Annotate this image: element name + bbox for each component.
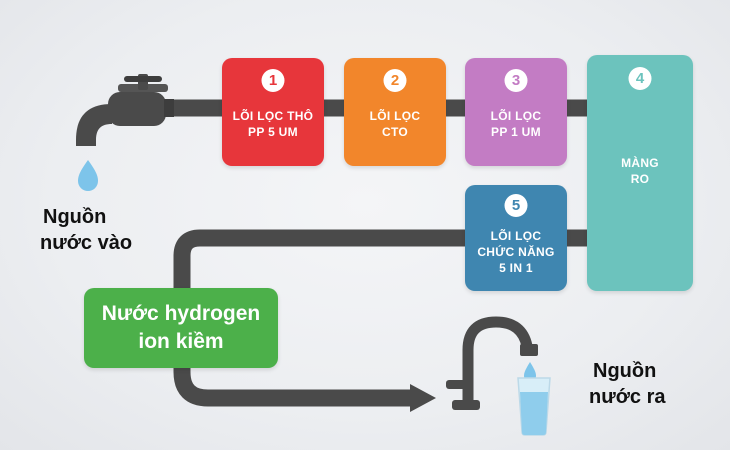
tap-water-drop-icon bbox=[524, 362, 536, 382]
output-line1: Nước hydrogen bbox=[101, 302, 261, 325]
input-label: Nguồn nước vào bbox=[40, 204, 132, 256]
stage-3-line1: LÕI LỌC bbox=[490, 109, 542, 123]
stage-2-box: 2 LÕI LỌC CTO bbox=[344, 58, 446, 166]
output-tap-label: Nguồn nước ra bbox=[589, 358, 666, 410]
stage-5-label: LÕI LỌC CHỨC NĂNG 5 IN 1 bbox=[465, 228, 567, 276]
stage-1-line1: LÕI LỌC THÔ bbox=[232, 109, 314, 123]
stage-2-label: LÕI LỌC CTO bbox=[344, 108, 446, 140]
stage-4-box: 4 MÀNG RO bbox=[587, 55, 693, 291]
tap-icon bbox=[446, 316, 538, 410]
faucet-icon bbox=[76, 74, 174, 146]
stage-5-line3: 5 IN 1 bbox=[499, 261, 533, 275]
input-line1: Nguồn bbox=[43, 206, 107, 228]
stage-4-line1: MÀNG bbox=[621, 156, 659, 170]
flow-arrow-head bbox=[410, 384, 436, 412]
output-box: Nước hydrogen ion kiềm bbox=[84, 288, 278, 368]
stage-5-line2: CHỨC NĂNG bbox=[477, 245, 555, 259]
stage-3-label: LÕI LỌC PP 1 UM bbox=[465, 108, 567, 140]
stage-3-number: 3 bbox=[504, 69, 528, 92]
tap-out-line1: Nguồn bbox=[593, 360, 657, 382]
stage-2-line2: CTO bbox=[381, 125, 408, 139]
water-drop-icon bbox=[78, 160, 98, 191]
tap-out-line2: nước ra bbox=[589, 386, 666, 408]
stage-1-number: 1 bbox=[261, 69, 285, 92]
stage-4-label: MÀNG RO bbox=[587, 155, 693, 187]
stage-2-line1: LÕI LỌC bbox=[369, 109, 421, 123]
output-line2: ion kiềm bbox=[138, 330, 224, 353]
stage-2-number: 2 bbox=[383, 69, 407, 92]
stage-3-line2: PP 1 UM bbox=[491, 125, 541, 139]
stage-5-line1: LÕI LỌC bbox=[490, 229, 542, 243]
stage-1-box: 1 LÕI LỌC THÔ PP 5 UM bbox=[222, 58, 324, 166]
stage-3-box: 3 LÕI LỌC PP 1 UM bbox=[465, 58, 567, 166]
stage-5-number: 5 bbox=[504, 194, 528, 217]
stage-5-box: 5 LÕI LỌC CHỨC NĂNG 5 IN 1 bbox=[465, 185, 567, 291]
stage-4-number: 4 bbox=[628, 67, 652, 90]
stage-4-line2: RO bbox=[630, 172, 650, 186]
stage-1-label: LÕI LỌC THÔ PP 5 UM bbox=[222, 108, 324, 140]
glass-icon bbox=[517, 377, 551, 436]
input-line2: nước vào bbox=[40, 232, 133, 254]
stage-1-line2: PP 5 UM bbox=[248, 125, 298, 139]
